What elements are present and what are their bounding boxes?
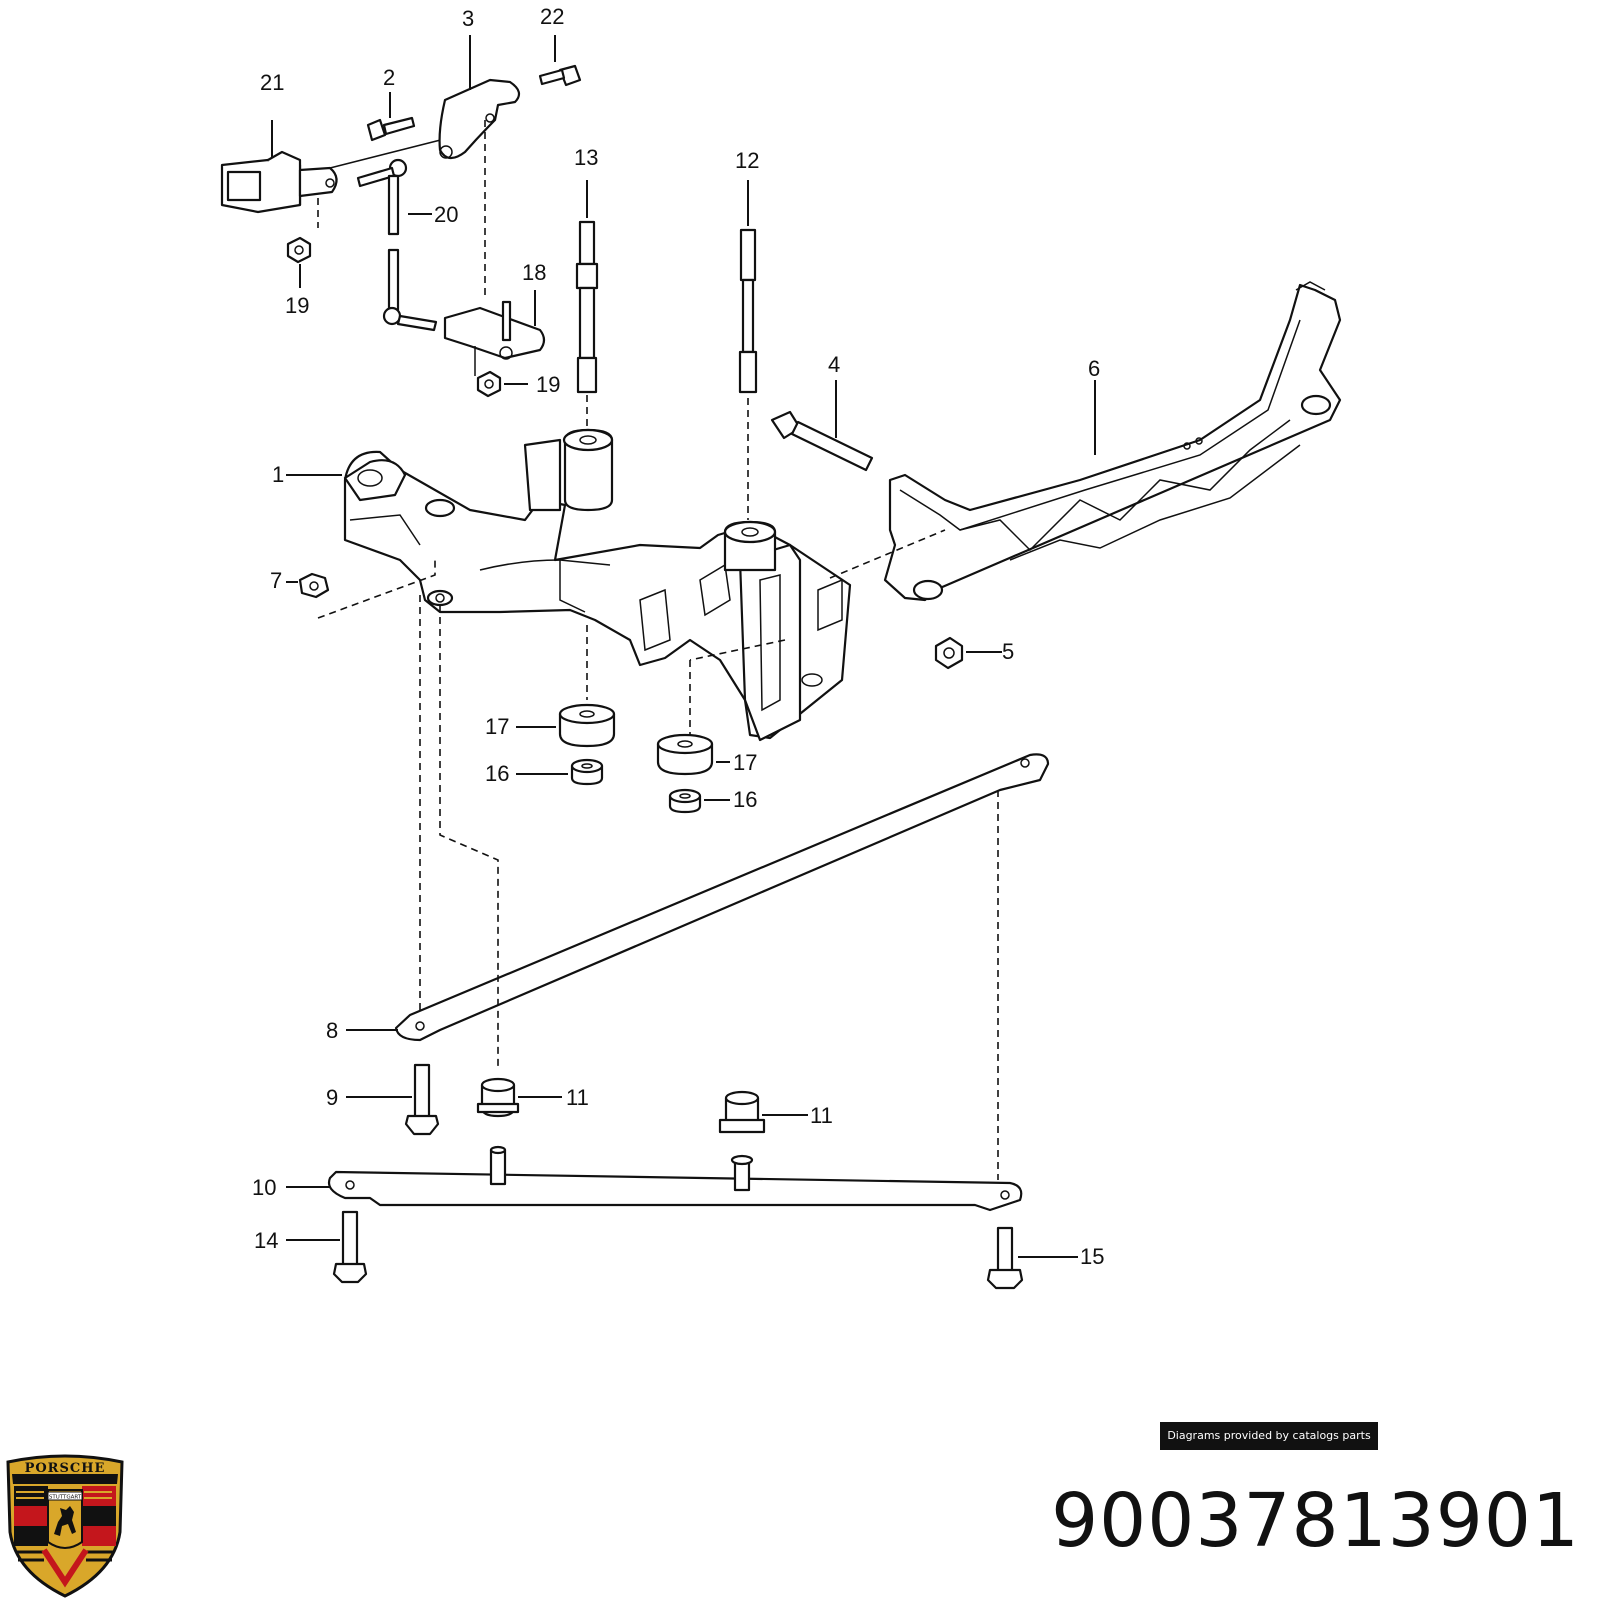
callout-13: 15 [1080,1244,1104,1269]
part-16-nut-left [516,758,604,786]
part-4-bolt [770,380,874,472]
part-21-level-sensor [220,120,481,228]
callout-15: 13 [574,145,598,170]
callout-12: 14 [254,1228,278,1253]
part-19-nut-a [286,236,312,288]
callout-14: 12 [735,148,759,173]
part-15-stud [575,180,599,430]
callout-2: 2 [383,65,395,90]
callout-22: 22 [540,4,564,29]
callout-labels: 3 22 2 21 20 13 12 19 18 19 4 6 1 7 5 17… [252,4,1104,1269]
callout-17-left: 17 [485,714,509,739]
callout-4: 4 [828,352,840,377]
callout-11-right: 11 [810,1103,833,1128]
diagram-credit-badge: Diagrams provided by catalogs parts [1160,1422,1378,1450]
callout-9: 9 [326,1085,338,1110]
callout-10: 10 [252,1175,276,1200]
part-1-subframe [286,428,852,742]
part-20-link-rod [356,158,438,332]
part-19-nut-b [476,370,528,398]
callout-5: 5 [1002,639,1014,664]
part-7-nut [286,560,436,619]
part-12-bolt [286,1210,368,1284]
part-11-spacer-right [718,1090,808,1134]
callout-19-mid: 19 [536,372,560,397]
part-9-bolt [346,1063,440,1136]
callout-6: 6 [1088,356,1100,381]
part-3-bracket [438,35,521,300]
part-5-nut [934,636,1002,670]
callout-21: 21 [260,70,284,95]
callout-3: 3 [462,6,474,31]
callout-7: 7 [270,568,282,593]
part-13-bolt [986,1226,1078,1290]
part-number: 90037813901 [1051,1478,1580,1564]
svg-text:PORSCHE: PORSCHE [25,1461,106,1476]
callout-1: 1 [272,462,284,487]
callout-20: 20 [434,202,458,227]
part-18-sensor-bracket [443,290,546,376]
part-10-lower-bar [286,1145,1023,1212]
part-2-screw [366,92,416,142]
part-22-screw [538,35,582,87]
callout-17-right: 17 [733,750,757,775]
callout-19-top: 19 [285,293,309,318]
svg-text:STUTTGART: STUTTGART [49,1495,82,1501]
part-17-mount-left [516,703,616,748]
part-14-stud [738,180,758,520]
callout-11-left: 11 [566,1085,589,1110]
part-6-cross-brace [829,281,1342,602]
part-11-spacer-left [476,1077,562,1118]
callout-18: 18 [522,260,546,285]
part-16-nut-right [668,788,730,814]
callout-16-left: 16 [485,761,509,786]
part-17-mount-right [656,733,730,776]
part-8-diagonal-strut [346,595,1050,1180]
callout-8: 8 [326,1018,338,1043]
porsche-crest-logo: PORSCHE STUTTGART [6,1454,124,1598]
callout-16-right: 16 [733,787,757,812]
